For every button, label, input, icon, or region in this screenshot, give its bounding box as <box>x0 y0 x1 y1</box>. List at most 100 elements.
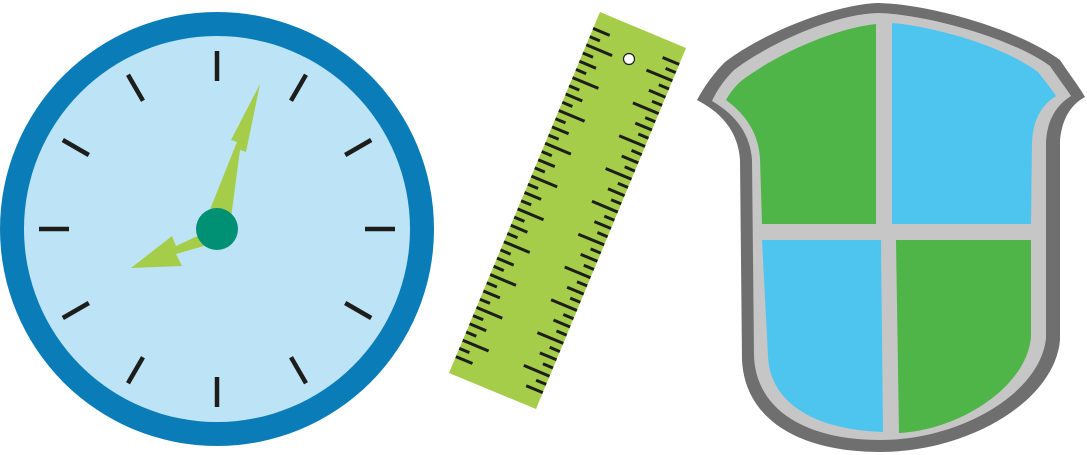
ruler-tick <box>562 313 575 321</box>
ruler-tick <box>617 181 629 189</box>
ruler-tick <box>637 132 650 140</box>
clock-hub <box>196 208 238 250</box>
ruler-tick <box>665 67 677 74</box>
ruler-tick <box>645 68 673 83</box>
ruler-tick <box>610 198 622 206</box>
ruler-tick <box>580 253 598 263</box>
clock-hour-tick <box>126 73 145 102</box>
ruler-tick <box>510 223 528 234</box>
ruler-tick <box>537 158 556 168</box>
ruler-tick <box>605 167 633 181</box>
ruler-tick <box>618 134 646 148</box>
clock-hour-tick <box>289 356 308 385</box>
ruler-tick <box>536 331 564 345</box>
ruler-hole <box>622 52 636 66</box>
ruler-tick <box>565 92 583 103</box>
ruler-tick <box>547 133 560 141</box>
ruler-tick <box>455 355 474 365</box>
ruler-tick <box>603 214 615 222</box>
ruler-tick <box>569 296 581 304</box>
shield-quadrant-bottom-right <box>896 240 1031 433</box>
ruler-tick <box>590 247 602 255</box>
ruler-tick <box>658 83 670 91</box>
ruler-tick <box>607 187 626 198</box>
ruler-tick <box>555 329 568 337</box>
ruler-tick <box>621 154 639 165</box>
ruler-tick <box>651 99 663 107</box>
ruler-tick <box>527 182 539 190</box>
ruler-tick <box>520 199 532 207</box>
ruler-tick <box>582 51 594 59</box>
ruler-tick <box>551 125 570 136</box>
ruler-tick <box>561 100 573 108</box>
ruler-tick <box>503 240 531 254</box>
ruler-tick <box>513 215 525 223</box>
ruler-tick <box>591 199 619 214</box>
ruler-tick <box>596 231 609 239</box>
ruler-tick <box>506 232 519 240</box>
ruler-tick <box>648 88 667 99</box>
ruler-tick <box>662 56 680 66</box>
ruler-tick <box>541 150 553 158</box>
ruler-tick <box>552 318 571 329</box>
ruler-tick <box>535 378 547 386</box>
ruler-tick <box>632 101 660 115</box>
ruler-tick <box>486 281 498 289</box>
ruler-tick <box>575 68 587 76</box>
ruler-icon <box>449 12 686 409</box>
ruler-tick <box>525 384 544 394</box>
ruler-tick <box>496 256 515 267</box>
ruler-tick <box>534 166 546 174</box>
ruler-tick <box>593 220 612 230</box>
ruler-tick <box>566 285 585 296</box>
ruler-tick <box>465 330 477 338</box>
ruler-tick <box>523 191 542 201</box>
ruler-body <box>449 12 686 409</box>
ruler-tick <box>589 35 601 43</box>
ruler-tick <box>530 174 558 189</box>
clock-hour-tick <box>344 138 373 157</box>
clock-icon <box>0 12 434 446</box>
ruler-tick <box>585 43 613 57</box>
clock-minute-hand-icon <box>209 84 260 218</box>
ruler-tick <box>549 345 561 353</box>
ruler-tick <box>644 116 656 124</box>
ruler-tick <box>542 362 554 370</box>
ruler-tick <box>493 264 505 272</box>
clock-hour-tick <box>126 356 145 385</box>
ruler-tick <box>577 232 605 247</box>
ruler-tick <box>592 27 611 37</box>
ruler-tick <box>583 263 595 271</box>
shield-quadrant-top-left <box>726 24 876 224</box>
ruler-tick <box>479 297 491 305</box>
ruler-tick <box>517 207 545 222</box>
clock-hour-tick <box>289 73 308 102</box>
ruler-tick <box>568 84 580 92</box>
ruler-tick <box>554 117 567 125</box>
ruler-tick <box>489 273 517 287</box>
shield-quadrant-top-right <box>892 23 1056 224</box>
ruler-tick <box>634 121 653 132</box>
ruler-tick <box>539 351 558 362</box>
ruler-tick-marks <box>455 27 680 394</box>
ruler-tick <box>475 306 503 320</box>
ruler-tick <box>576 280 588 288</box>
ruler-tick <box>564 265 592 280</box>
ruler-tick <box>558 109 586 123</box>
ruler-tick <box>624 165 636 173</box>
ruler-tick <box>630 149 643 157</box>
ruler-tick <box>544 141 572 156</box>
ruler-tick <box>469 322 487 333</box>
clock-hour-tick <box>61 301 90 320</box>
ruler-tick <box>482 289 501 300</box>
shield-icon <box>697 3 1085 452</box>
ruler-tick <box>571 76 599 90</box>
clock-hour-tick <box>344 301 373 320</box>
clock-hour-ticks <box>39 51 395 407</box>
clock-hour-tick <box>61 138 90 157</box>
ruler-tick <box>458 347 470 354</box>
ruler-tick <box>472 314 484 322</box>
ruler-tick <box>550 298 578 312</box>
ruler-tick <box>578 59 597 70</box>
